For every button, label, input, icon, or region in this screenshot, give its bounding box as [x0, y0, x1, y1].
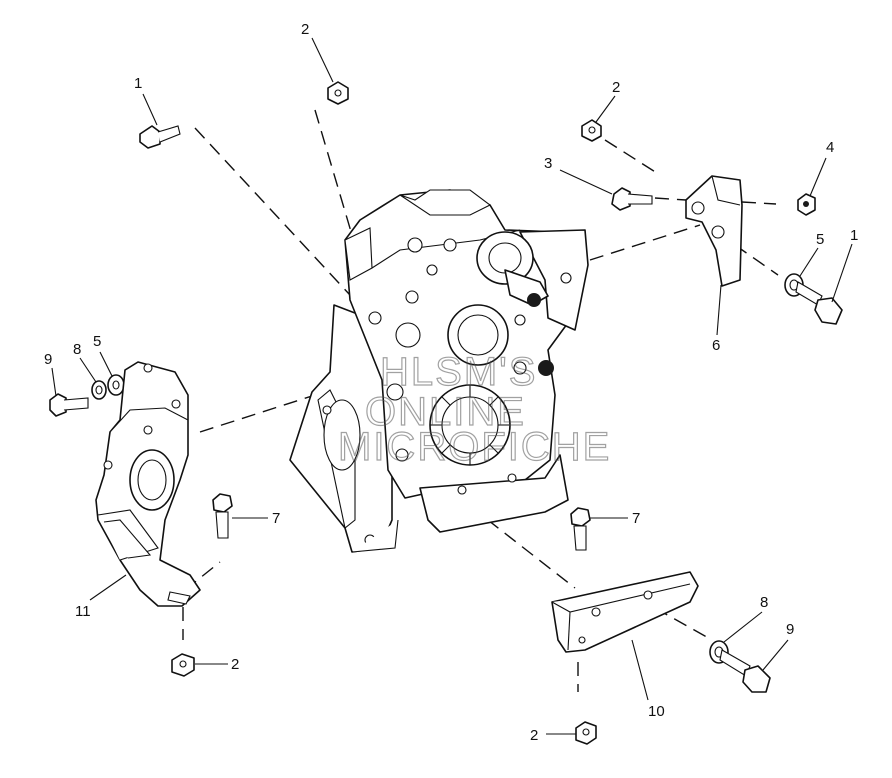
bolt-part-7-left: [212, 493, 233, 539]
bolt-part-1-right: [795, 281, 843, 325]
callout-5-right: 5: [816, 231, 824, 248]
skid-bracket-part-10: [551, 571, 699, 653]
bolt-part-3: [611, 187, 653, 211]
bolt-part-9-right: [719, 649, 771, 693]
callout-3: 3: [544, 155, 552, 172]
watermark: HLSM'S ONLINE MICROFICHE: [337, 349, 611, 469]
callout-11: 11: [75, 603, 91, 620]
washer-part-8-left: [91, 380, 107, 400]
callout-8-left: 8: [73, 341, 81, 358]
nut-part-2-bottom-left: [171, 653, 195, 677]
watermark-line-3: MICROFICHE: [338, 425, 611, 469]
callout-2-bottom-left: 2: [231, 656, 239, 673]
nut-part-4: [797, 193, 816, 216]
bolt-part-9-left: [49, 393, 89, 417]
bolt-part-1-upper: [139, 125, 181, 149]
callout-9-left: 9: [44, 351, 52, 368]
leader-lines: [51, 37, 853, 735]
watermark-line-1: HLSM'S: [380, 350, 537, 394]
gear-cover-ribs: [430, 385, 510, 465]
callout-10: 10: [648, 703, 665, 720]
nut-part-2-top: [327, 81, 349, 105]
callout-1-right: 1: [850, 227, 858, 244]
transmission-housing: [289, 189, 589, 553]
washer-part-5-left: [107, 374, 125, 396]
mount-bracket-part-11: [95, 361, 201, 607]
callout-5-left: 5: [93, 333, 101, 350]
nut-part-2-bottom-center: [575, 721, 597, 745]
callout-1-upper-left: 1: [134, 75, 142, 92]
callout-7-right: 7: [632, 510, 640, 527]
callout-9-right: 9: [786, 621, 794, 638]
callout-labels: 1 2 2 3 4 5 1 6 9 8 5 7 7 11 2 8 9 10 2: [44, 21, 858, 744]
watermark-line-2: ONLINE: [365, 390, 526, 434]
bracket-part-6: [685, 175, 743, 287]
callout-2-top: 2: [301, 21, 309, 38]
callout-2-upper-right: 2: [612, 79, 620, 96]
callout-7-left: 7: [272, 510, 280, 527]
callout-4: 4: [826, 139, 834, 156]
nut-part-2-upper-right: [581, 119, 602, 142]
bolt-part-7-right: [570, 507, 591, 551]
callout-2-bottom-center: 2: [530, 727, 538, 744]
callout-6: 6: [712, 337, 720, 354]
callout-8-right: 8: [760, 594, 768, 611]
